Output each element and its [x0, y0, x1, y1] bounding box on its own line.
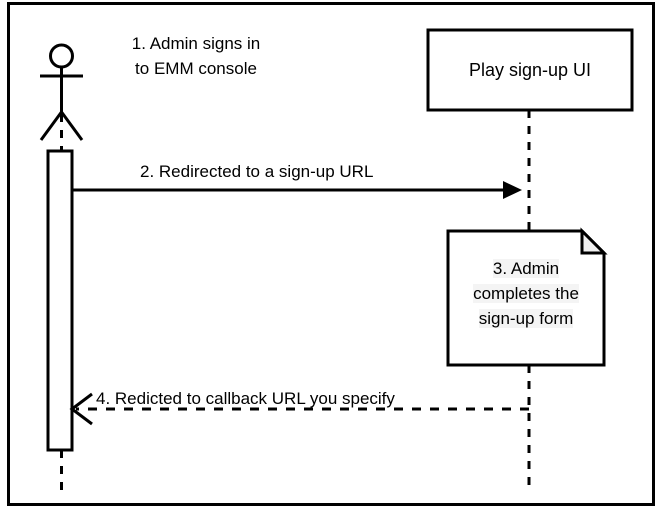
message-arrow-4: [69, 392, 529, 426]
actor-step-label-line-1: 1. Admin signs in: [131, 34, 261, 53]
message-2-arrowhead-icon: [503, 181, 522, 199]
diagram-frame-border: [7, 2, 655, 506]
actor-step-label: 1. Admin signs in to EMM console: [96, 31, 296, 81]
actor-left-leg-line: [39, 111, 63, 141]
actor-admin: [39, 43, 84, 141]
message-label-2: 2. Redirected to a sign-up URL: [140, 162, 374, 181]
note-line-1: 3. Admin: [492, 259, 560, 278]
note-line-2: completes the: [473, 284, 579, 303]
participant-box-play-ui: [426, 28, 634, 112]
actor-step-label-line-2: to EMM console: [135, 59, 257, 78]
actor-right-leg-line: [60, 111, 84, 141]
note-line-3: sign-up form: [478, 309, 574, 328]
actor-head-icon: [49, 43, 74, 69]
message-arrow-2: [72, 181, 522, 199]
message-4-arrowhead-icon: [69, 392, 93, 426]
message-label-4: 4. Redicted to callback URL you specify: [96, 389, 395, 408]
note-folded-corner-icon: [580, 227, 608, 255]
activation-bar-admin: [46, 149, 74, 452]
note-step-3-text: 3. Admin completes the sign-up form: [450, 256, 602, 331]
participant-label-play-ui: Play sign-up UI: [468, 59, 592, 80]
